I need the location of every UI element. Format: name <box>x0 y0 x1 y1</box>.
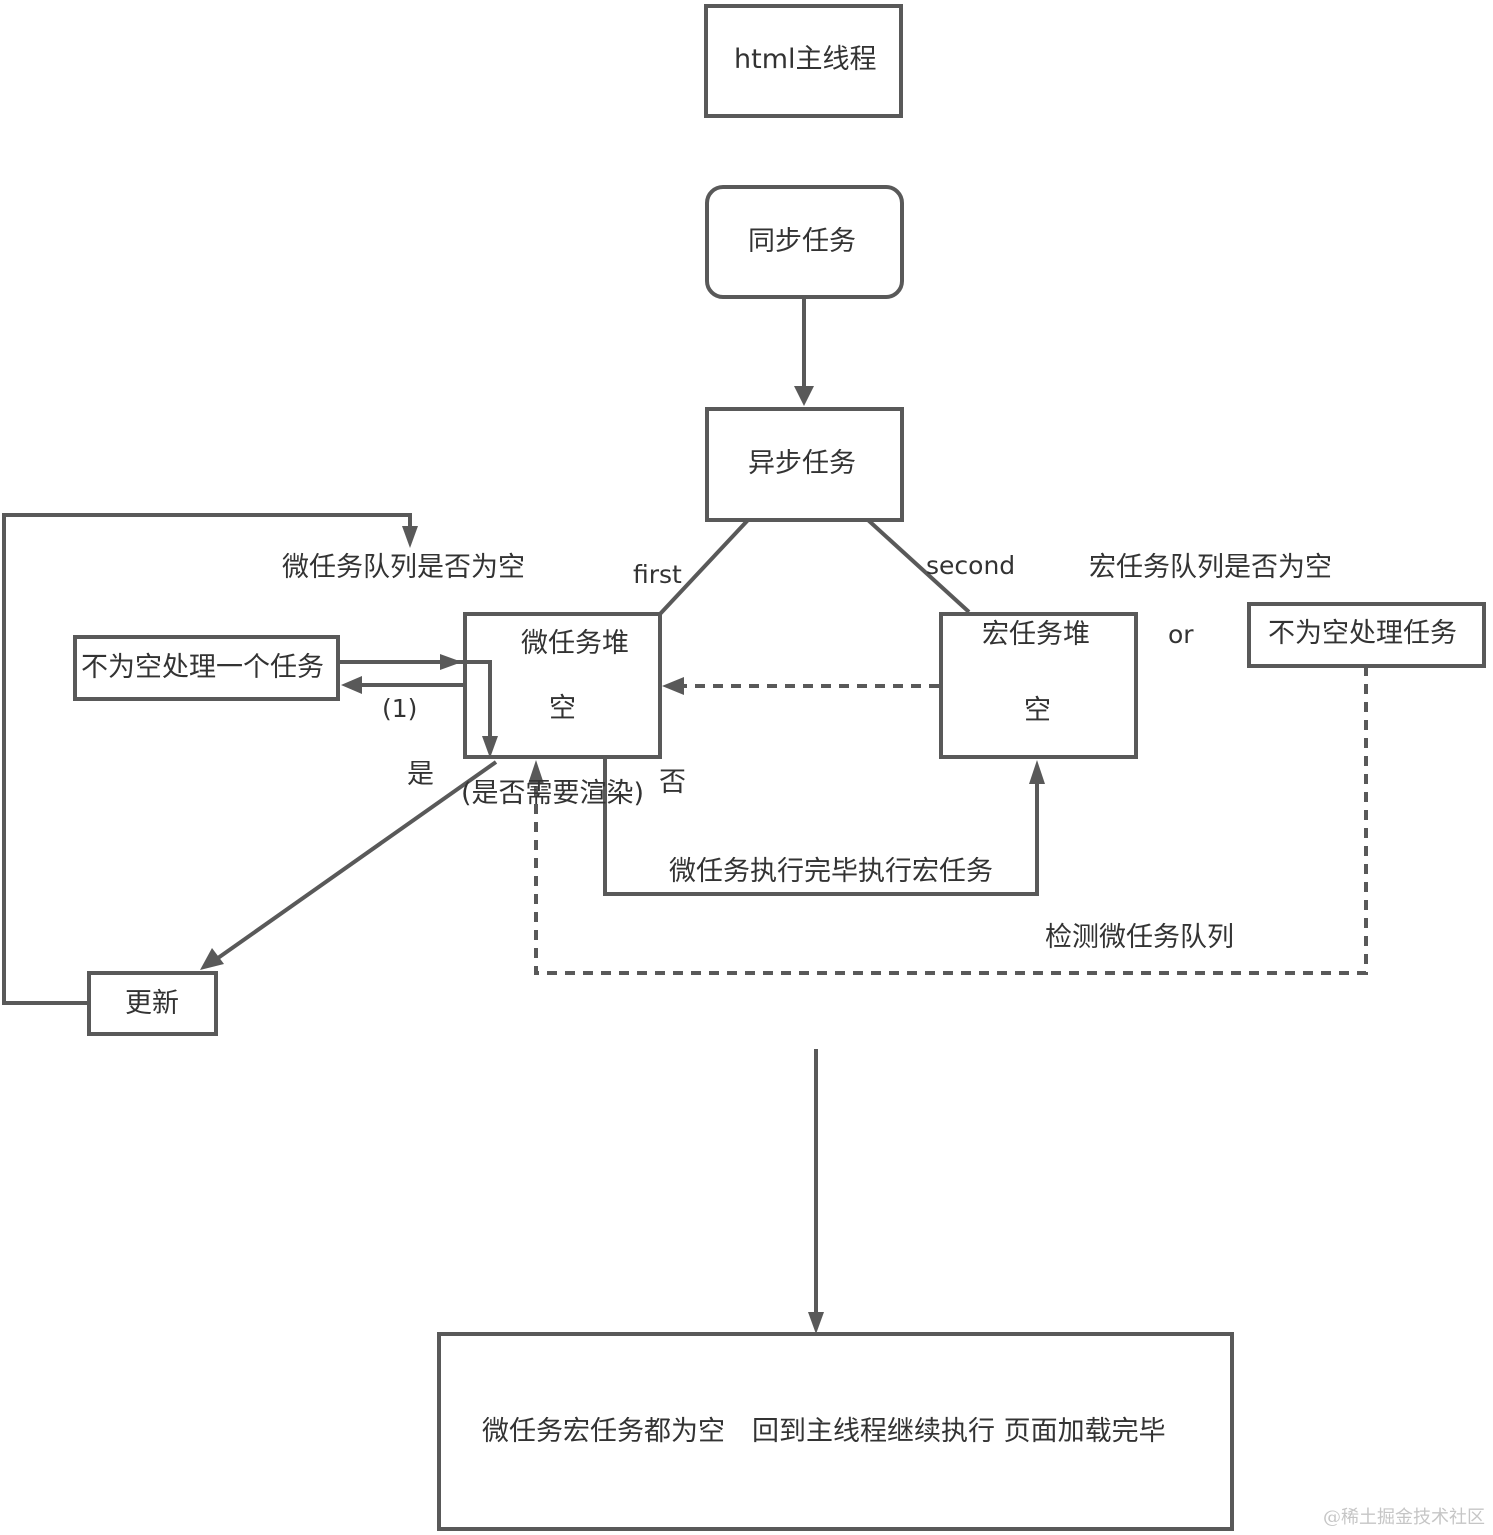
edge-async-to-macro <box>866 518 971 614</box>
microtask-queue-question: 微任务队列是否为空 <box>282 552 525 583</box>
arrowhead-check-microtask-dashed <box>528 760 544 784</box>
arrowhead-sync-to-async <box>794 386 814 406</box>
microtask-heap-node <box>463 612 662 759</box>
async-task-label: 异步任务 <box>748 448 856 479</box>
macrotask-heap-title: 宏任务堆 <box>982 619 1090 650</box>
process-task-label: 不为空处理任务 <box>1268 618 1457 649</box>
need-render-question: (是否需要渲染) <box>461 778 645 809</box>
arrowhead-process-to-micro-down <box>482 736 498 758</box>
microtask-heap-state: 空 <box>549 693 576 724</box>
async-task-node <box>705 407 904 522</box>
sync-task-label: 同步任务 <box>748 226 856 257</box>
macrotask-queue-question: 宏任务队列是否为空 <box>1089 552 1332 583</box>
edge-yes-to-update <box>216 760 498 960</box>
second-edge-label: second <box>926 551 1016 580</box>
micro-done-run-macro-label: 微任务执行完毕执行宏任务 <box>669 856 993 887</box>
no-label: 否 <box>659 767 686 798</box>
update-node <box>87 971 218 1036</box>
check-microtask-queue-label: 检测微任务队列 <box>1045 922 1234 953</box>
edge-async-to-micro <box>658 518 750 616</box>
yes-label: 是 <box>407 759 434 790</box>
final-node <box>437 1332 1234 1531</box>
arrowhead-update-loop-back <box>402 526 418 548</box>
main-thread-label: html主线程 <box>734 44 877 75</box>
arrowhead-yes-to-update <box>200 948 224 970</box>
arrowhead-to-final <box>808 1312 824 1334</box>
process-one-task-node <box>73 635 340 701</box>
macrotask-heap-state: 空 <box>1024 695 1051 726</box>
watermark: @稀土掘金技术社区 <box>1323 1507 1485 1528</box>
main-thread-node <box>704 4 903 118</box>
final-label: 微任务宏任务都为空 回到主线程继续执行 页面加载完毕 <box>482 1416 1166 1447</box>
or-label: or <box>1168 620 1194 649</box>
edge-check-microtask-dashed <box>534 666 1368 975</box>
edge-no-to-macro <box>603 757 1039 896</box>
arrowhead-macro-to-micro-dashed <box>662 677 684 695</box>
edge-update-loop-back <box>2 513 412 1005</box>
step-one-label: (1) <box>382 694 418 723</box>
microtask-heap-title: 微任务堆 <box>521 628 629 659</box>
process-one-task-label: 不为空处理一个任务 <box>81 652 324 683</box>
arrowhead-process-to-micro-right <box>440 654 462 670</box>
update-label: 更新 <box>125 988 179 1019</box>
arrowhead-no-to-macro <box>1029 760 1045 784</box>
first-edge-label: first <box>633 560 682 589</box>
macrotask-heap-node <box>939 612 1138 759</box>
edge-process-to-micro <box>338 660 492 742</box>
arrowhead-micro-to-process <box>341 676 362 694</box>
